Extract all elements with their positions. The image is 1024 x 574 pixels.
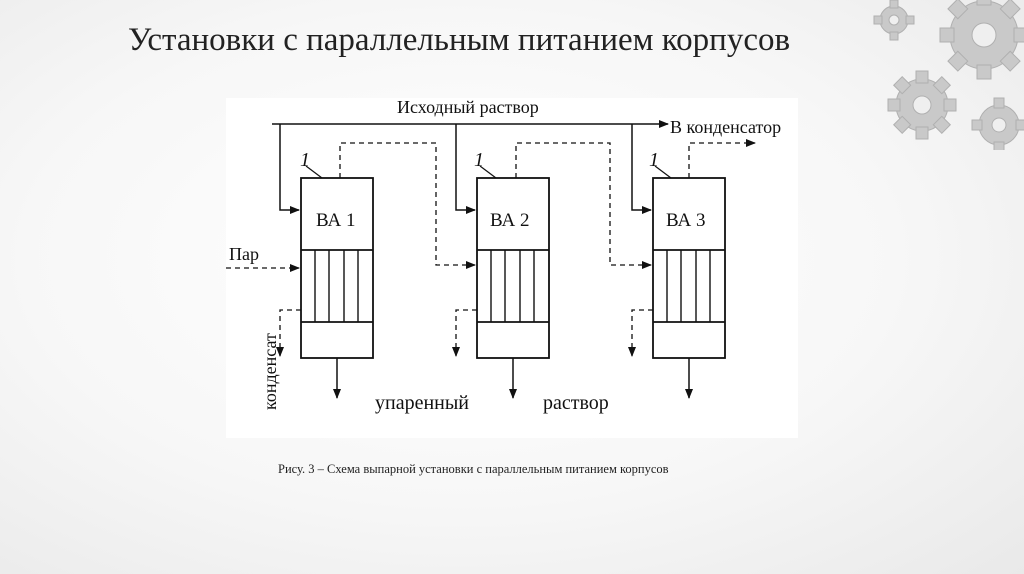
steam-label: Пар xyxy=(229,244,259,264)
condensate-label: конденсат xyxy=(260,333,280,410)
evaporator-unit-2 xyxy=(476,177,550,359)
condenser-label: В конденсатор xyxy=(670,117,781,137)
product-label-2: раствор xyxy=(543,392,609,414)
feed-label: Исходный раствор xyxy=(397,97,539,117)
condensate-lines xyxy=(276,309,653,357)
gear-icon xyxy=(939,0,1024,80)
unit-3-label: ВА 3 xyxy=(666,210,705,231)
evaporator-unit-3 xyxy=(652,177,726,359)
figure-caption: Рису. 3 – Схема выпарной установки с пар… xyxy=(278,462,669,476)
unit-1-leader xyxy=(305,165,323,179)
slide-title: Установки с параллельным питанием корпус… xyxy=(128,22,791,58)
unit-2-number: 1 xyxy=(474,149,484,171)
unit-2-label: ВА 2 xyxy=(490,210,529,231)
gear-icon xyxy=(887,70,957,140)
unit-1-label: ВА 1 xyxy=(316,210,355,231)
gear-icon xyxy=(873,0,915,41)
unit-2-leader xyxy=(479,165,497,179)
unit-3-number: 1 xyxy=(649,149,659,171)
evaporator-diagram: Исходный раствор В конденсатор Пар ВА 1 … xyxy=(226,97,781,414)
unit-1-number: 1 xyxy=(300,149,310,171)
gear-icon xyxy=(971,97,1024,150)
vapor-lines xyxy=(226,139,756,272)
evaporator-unit-1 xyxy=(300,177,374,359)
gears-decoration xyxy=(873,0,1024,150)
product-label-1: упаренный xyxy=(375,392,469,414)
feed-line xyxy=(272,120,669,214)
product-lines xyxy=(333,358,693,399)
unit-3-leader xyxy=(654,165,672,179)
